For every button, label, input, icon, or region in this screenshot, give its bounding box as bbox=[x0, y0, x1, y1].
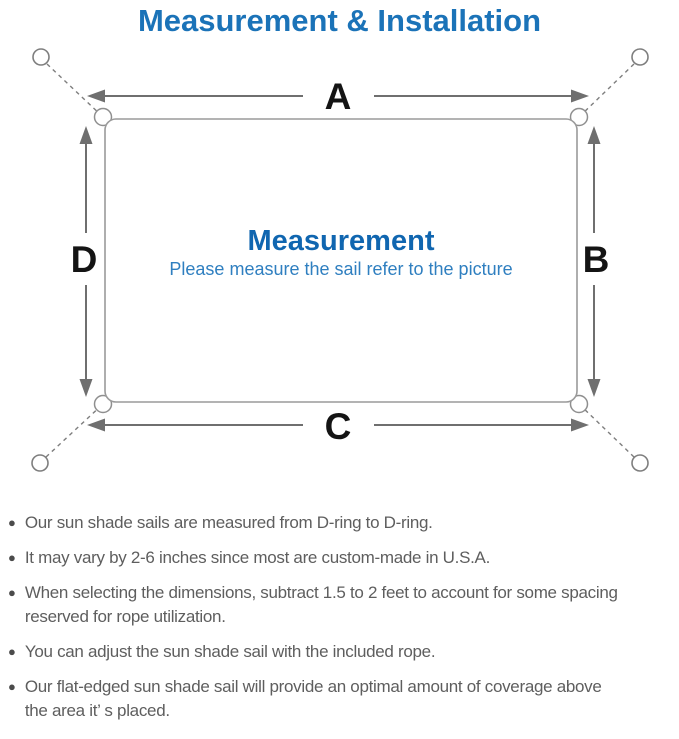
dimension-arrow-top bbox=[87, 89, 589, 103]
tie-line-top-left bbox=[46, 63, 104, 118]
bullet-icon: ● bbox=[8, 644, 16, 659]
note-text: Our flat-edged sun shade sail will provi… bbox=[24, 677, 602, 696]
bullet-icon: ● bbox=[8, 585, 16, 600]
sail-outline bbox=[104, 118, 578, 403]
anchor-ring-top-right bbox=[631, 48, 649, 66]
d-ring-bottom-right bbox=[569, 394, 589, 414]
list-item: ● Our sun shade sails are measured from … bbox=[8, 511, 679, 535]
diagram-title: Measurement bbox=[248, 225, 435, 257]
note-text: the area it’ s placed. bbox=[24, 701, 170, 720]
dimension-label-b: B bbox=[583, 239, 610, 280]
dimension-arrow-bottom bbox=[87, 418, 589, 432]
list-item: ● Our flat-edged sun shade sail will pro… bbox=[8, 675, 679, 723]
tie-line-bottom-right bbox=[578, 403, 635, 458]
note-text: It may vary by 2-6 inches since most are… bbox=[24, 548, 490, 567]
list-item: ● When selecting the dimensions, subtrac… bbox=[8, 581, 679, 629]
note-text: reserved for rope utilization. bbox=[24, 607, 226, 626]
dimension-arrow-left bbox=[79, 126, 93, 397]
anchor-ring-bottom-left bbox=[31, 454, 49, 472]
list-item: ● You can adjust the sun shade sail with… bbox=[8, 640, 679, 664]
dimension-label-d: D bbox=[71, 239, 98, 280]
bullet-icon: ● bbox=[8, 679, 16, 694]
tie-line-bottom-left bbox=[45, 403, 104, 458]
anchor-ring-top-left bbox=[32, 48, 50, 66]
tie-line-top-right bbox=[578, 63, 635, 118]
d-ring-top-left bbox=[93, 107, 113, 127]
list-item: ● It may vary by 2-6 inches since most a… bbox=[8, 546, 679, 570]
measurement-diagram: A C D B Measurement Please measure the s… bbox=[31, 48, 649, 472]
bullet-icon: ● bbox=[8, 550, 16, 565]
notes-list: ● Our sun shade sails are measured from … bbox=[0, 489, 679, 723]
d-ring-top-right bbox=[569, 107, 589, 127]
note-text: When selecting the dimensions, subtract … bbox=[24, 583, 618, 602]
dimension-label-c: C bbox=[325, 406, 352, 447]
d-ring-bottom-left bbox=[93, 394, 113, 414]
page-title: Measurement & Installation bbox=[137, 3, 542, 38]
note-text: You can adjust the sun shade sail with t… bbox=[24, 642, 436, 661]
bullet-icon: ● bbox=[8, 515, 16, 530]
dimension-label-a: A bbox=[325, 76, 352, 117]
diagram-subtitle: Please measure the sail refer to the pic… bbox=[169, 259, 512, 279]
anchor-ring-bottom-right bbox=[631, 454, 649, 472]
dimension-arrow-right bbox=[587, 126, 601, 397]
note-text: Our sun shade sails are measured from D-… bbox=[24, 513, 433, 532]
